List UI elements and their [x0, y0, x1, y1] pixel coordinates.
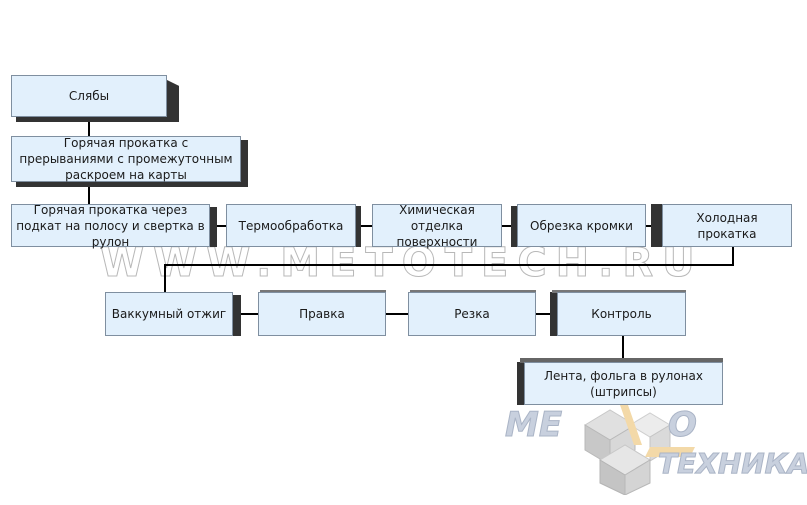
node-chemical-finishing: Химическая отделка поверхности [372, 203, 502, 249]
edge-to-vacuum-annealing [164, 264, 166, 293]
edge-cold-rolling-across [164, 264, 734, 266]
edge-slabs-to-hot-rolling-interrupted [88, 117, 90, 137]
node-shadow [511, 206, 518, 247]
node-shadow [233, 295, 241, 336]
node-strip-foil: Лента, фольга в рулонах (штрипсы) [524, 362, 723, 405]
node-straightening: Правка [258, 292, 386, 336]
watermark-text: WWW.METOTECH.RU [100, 240, 704, 286]
edge-edge-trimming-to-cold-rolling [646, 225, 654, 227]
node-shadow [167, 80, 179, 122]
node-cutting: Резка [408, 292, 536, 336]
node-cold-rolling: Холодная прокатка [662, 204, 792, 247]
node-shadow [16, 117, 179, 122]
node-vacuum-annealing: Ваккумный отжиг [105, 292, 233, 336]
node-edge-trimming: Обрезка кромки [517, 204, 646, 247]
node-hot-rolling-interrupted: Горячая прокатка с прерываниями с промеж… [11, 136, 241, 182]
edge-hot-rolling-interrupted-to-hot-rolling-coil [88, 182, 90, 205]
node-shadow [517, 362, 525, 405]
node-shadow [241, 140, 248, 187]
node-shadow [550, 292, 558, 336]
node-inspection: Контроль [557, 292, 686, 336]
edge-hot-rolling-coil-to-heat-treatment [210, 225, 228, 227]
logo-cubes-icon [584, 405, 695, 495]
logo-text-o: O [668, 405, 698, 446]
node-shadow [552, 290, 686, 293]
node-hot-rolling-coil: Горячая прокатка через подкат на полосу … [11, 203, 210, 249]
node-shadow [260, 290, 386, 293]
edge-chemical-finishing-to-edge-trimming [502, 225, 514, 227]
node-shadow [356, 206, 361, 247]
node-shadow [16, 182, 248, 187]
logo-text-me: ME [504, 405, 563, 446]
edge-cold-rolling-down [732, 247, 734, 266]
node-shadow [210, 207, 217, 247]
node-shadow [651, 204, 663, 247]
edge-cutting-to-inspection [536, 313, 552, 315]
metotechnika-logo: ME O ТЕХНИКА [500, 405, 807, 495]
node-shadow [520, 358, 723, 363]
node-shadow [410, 290, 536, 293]
edge-heat-treatment-to-chemical-finishing [356, 225, 374, 227]
node-heat-treatment: Термообработка [226, 204, 356, 247]
edge-inspection-to-strip-foil [622, 336, 624, 363]
edge-straightening-to-cutting [386, 313, 409, 315]
node-slabs: Слябы [11, 75, 167, 117]
logo-text-tehnika: ТЕХНИКА [657, 447, 807, 481]
edge-vacuum-annealing-to-straightening [241, 313, 259, 315]
